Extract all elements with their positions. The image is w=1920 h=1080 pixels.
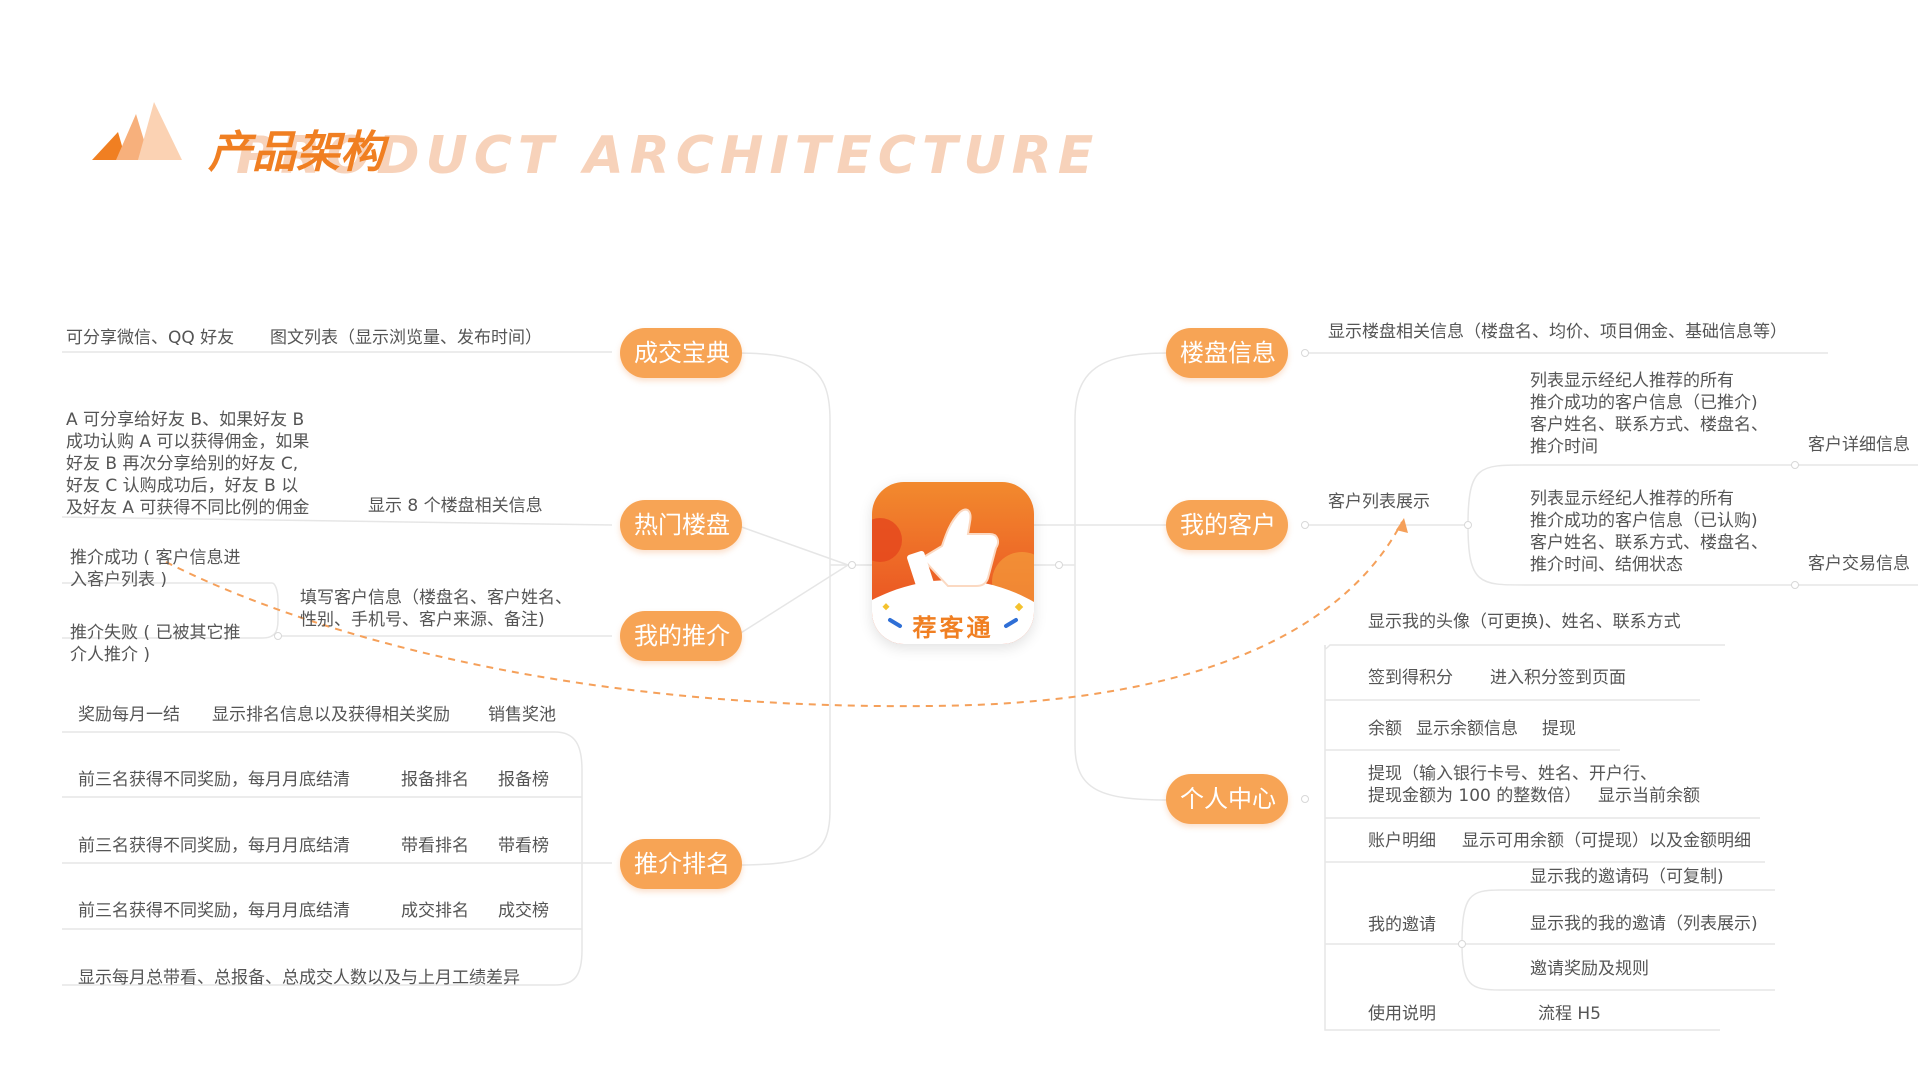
geren-mingxi-a: 账户明细 bbox=[1368, 831, 1436, 851]
line-gr-brace bbox=[1324, 644, 1720, 1031]
node-loupan-xinxi[interactable]: 楼盘信息 bbox=[1166, 328, 1288, 378]
node-dot bbox=[1301, 349, 1309, 357]
thumbs-up-icon bbox=[907, 508, 999, 594]
kehu-b-line: 推介时间、结佣状态 bbox=[1530, 555, 1683, 575]
paiming-r2-b: 报备排名 bbox=[401, 770, 469, 790]
node-dot bbox=[1458, 940, 1466, 948]
node-wode-tuijie[interactable]: 我的推介 bbox=[620, 611, 742, 661]
paiming-r4-a: 前三名获得不同奖励，每月月底结清 bbox=[78, 901, 350, 921]
paiming-r2-c: 报备榜 bbox=[498, 770, 549, 790]
header-logo-icon bbox=[92, 98, 188, 164]
geren-qiandao-a: 签到得积分 bbox=[1368, 668, 1453, 688]
app-icon: 荐客通 bbox=[872, 482, 1034, 644]
paiming-r4-b: 成交排名 bbox=[401, 901, 469, 921]
remen-share-line: A 可分享给好友 B、如果好友 B bbox=[66, 410, 305, 430]
yaoqing-item: 显示我的邀请码（可复制) bbox=[1530, 867, 1724, 887]
node-dot bbox=[274, 632, 282, 640]
paiming-r1-a: 奖励每月一结 bbox=[78, 705, 180, 725]
geren-yaoqing-label: 我的邀请 bbox=[1368, 915, 1436, 935]
paiming-r3-a: 前三名获得不同奖励，每月月底结清 bbox=[78, 836, 350, 856]
yaoqing-item: 邀请奖励及规则 bbox=[1530, 959, 1649, 979]
right-spine-line bbox=[1074, 352, 1169, 801]
kehu-a-line: 推介成功的客户信息（已推介) bbox=[1530, 393, 1758, 413]
paiming-r4-c: 成交榜 bbox=[498, 901, 549, 921]
app-name: 荐客通 bbox=[912, 614, 994, 642]
node-dot bbox=[1055, 561, 1063, 569]
tuijie-fill-line: 填写客户信息（楼盘名、客户姓名、 bbox=[300, 588, 572, 608]
tuijie-fill-line: 性别、手机号、客户来源、备注) bbox=[300, 610, 545, 630]
paiming-r2-a: 前三名获得不同奖励，每月月底结清 bbox=[78, 770, 350, 790]
kehu-b-detail: 客户交易信息 bbox=[1808, 554, 1910, 574]
node-tuijie-paiming[interactable]: 推介排名 bbox=[620, 839, 742, 889]
geren-mingxi-b: 显示可用余额（可提现）以及金额明细 bbox=[1462, 831, 1751, 851]
geren-tixian-line: 提现（输入银行卡号、姓名、开户行、 bbox=[1368, 764, 1657, 784]
geren-avatar: 显示我的头像（可更换)、姓名、联系方式 bbox=[1368, 612, 1681, 632]
paiming-r5: 显示每月总带看、总报备、总成交人数以及与上月工绩差异 bbox=[78, 968, 520, 988]
chengjiao-list: 图文列表（显示浏览量、发布时间） bbox=[270, 328, 542, 348]
kehu-a-line: 客户姓名、联系方式、楼盘名、 bbox=[1530, 415, 1768, 435]
line-yq-1 bbox=[1461, 889, 1775, 945]
line-paiming-brace bbox=[62, 731, 583, 986]
geren-yue-c: 提现 bbox=[1542, 719, 1576, 739]
title-english: PRODUCT ARCHITECTURE bbox=[236, 126, 1100, 186]
line-kehu-b bbox=[1467, 524, 1800, 586]
geren-tixian-b: 显示当前余额 bbox=[1598, 786, 1700, 806]
remen-share-line: 及好友 A 可获得不同比例的佣金 bbox=[66, 498, 310, 518]
node-dot bbox=[1301, 795, 1309, 803]
kehu-a-detail: 客户详细信息 bbox=[1808, 435, 1910, 455]
kehu-b-line: 列表显示经纪人推荐的所有 bbox=[1530, 489, 1734, 509]
left-branch-tuijian bbox=[735, 564, 849, 637]
loupan-info: 显示楼盘相关信息（楼盘名、均价、项目佣金、基础信息等） bbox=[1328, 322, 1787, 342]
tuijie-success-line: 入客户列表 ) bbox=[70, 570, 168, 590]
remen-share-line: 好友 C 认购成功后，好友 B 以 bbox=[66, 476, 299, 496]
node-chengjiao-baodian[interactable]: 成交宝典 bbox=[620, 328, 742, 378]
chengjiao-share: 可分享微信、QQ 好友 bbox=[66, 328, 235, 348]
paiming-r3-b: 带看排名 bbox=[401, 836, 469, 856]
line-remen bbox=[61, 516, 613, 526]
dashed-flow-arrow bbox=[165, 521, 1403, 708]
kehu-b-line: 推介成功的客户信息（已认购) bbox=[1530, 511, 1758, 531]
geren-shuoming-b: 流程 H5 bbox=[1538, 1004, 1602, 1024]
geren-shuoming-a: 使用说明 bbox=[1368, 1004, 1436, 1024]
geren-yue-a: 余额 bbox=[1368, 719, 1402, 739]
left-spine-line bbox=[735, 352, 831, 866]
paiming-r1-b: 显示排名信息以及获得相关奖励 bbox=[212, 705, 450, 725]
line-gr-avatar bbox=[1324, 644, 1725, 650]
dashed-arrow-head bbox=[1396, 518, 1408, 533]
paiming-r3-c: 带看榜 bbox=[498, 836, 549, 856]
node-dot bbox=[848, 561, 856, 569]
left-branch-remen bbox=[735, 524, 849, 566]
line-yq-3 bbox=[1461, 943, 1775, 991]
node-dot bbox=[1464, 521, 1472, 529]
tuijie-fail-line: 推介失败 ( 已被其它推 bbox=[70, 623, 241, 643]
node-geren-zhongxin[interactable]: 个人中心 bbox=[1166, 774, 1288, 824]
remen-share-line: 成功认购 A 可以获得佣金，如果 bbox=[66, 432, 310, 452]
tuijie-fail-line: 介人推介 ) bbox=[70, 645, 151, 665]
kehu-list: 客户列表展示 bbox=[1328, 492, 1430, 512]
node-dot bbox=[1791, 461, 1799, 469]
geren-yue-b: 显示余额信息 bbox=[1416, 719, 1518, 739]
kehu-b-line: 客户姓名、联系方式、楼盘名、 bbox=[1530, 533, 1768, 553]
node-wode-kehu[interactable]: 我的客户 bbox=[1166, 500, 1288, 550]
title-chinese: 产品架构 bbox=[208, 127, 384, 178]
node-dot bbox=[1791, 581, 1799, 589]
line-kehu-a bbox=[1467, 464, 1800, 526]
geren-tixian-line: 提现金额为 100 的整数倍） bbox=[1368, 786, 1582, 806]
remen-share-line: 好友 B 再次分享给别的好友 C, bbox=[66, 454, 299, 474]
remen-info: 显示 8 个楼盘相关信息 bbox=[368, 496, 543, 516]
yaoqing-item: 显示我的我的邀请（列表展示) bbox=[1530, 914, 1758, 934]
kehu-a-line: 列表显示经纪人推荐的所有 bbox=[1530, 371, 1734, 391]
tuijie-success-line: 推介成功 ( 客户信息进 bbox=[70, 548, 241, 568]
paiming-r1-c: 销售奖池 bbox=[488, 705, 556, 725]
kehu-a-line: 推介时间 bbox=[1530, 437, 1598, 457]
node-dot bbox=[1301, 521, 1309, 529]
node-remen-loupan[interactable]: 热门楼盘 bbox=[620, 500, 742, 550]
geren-qiandao-b: 进入积分签到页面 bbox=[1490, 668, 1626, 688]
